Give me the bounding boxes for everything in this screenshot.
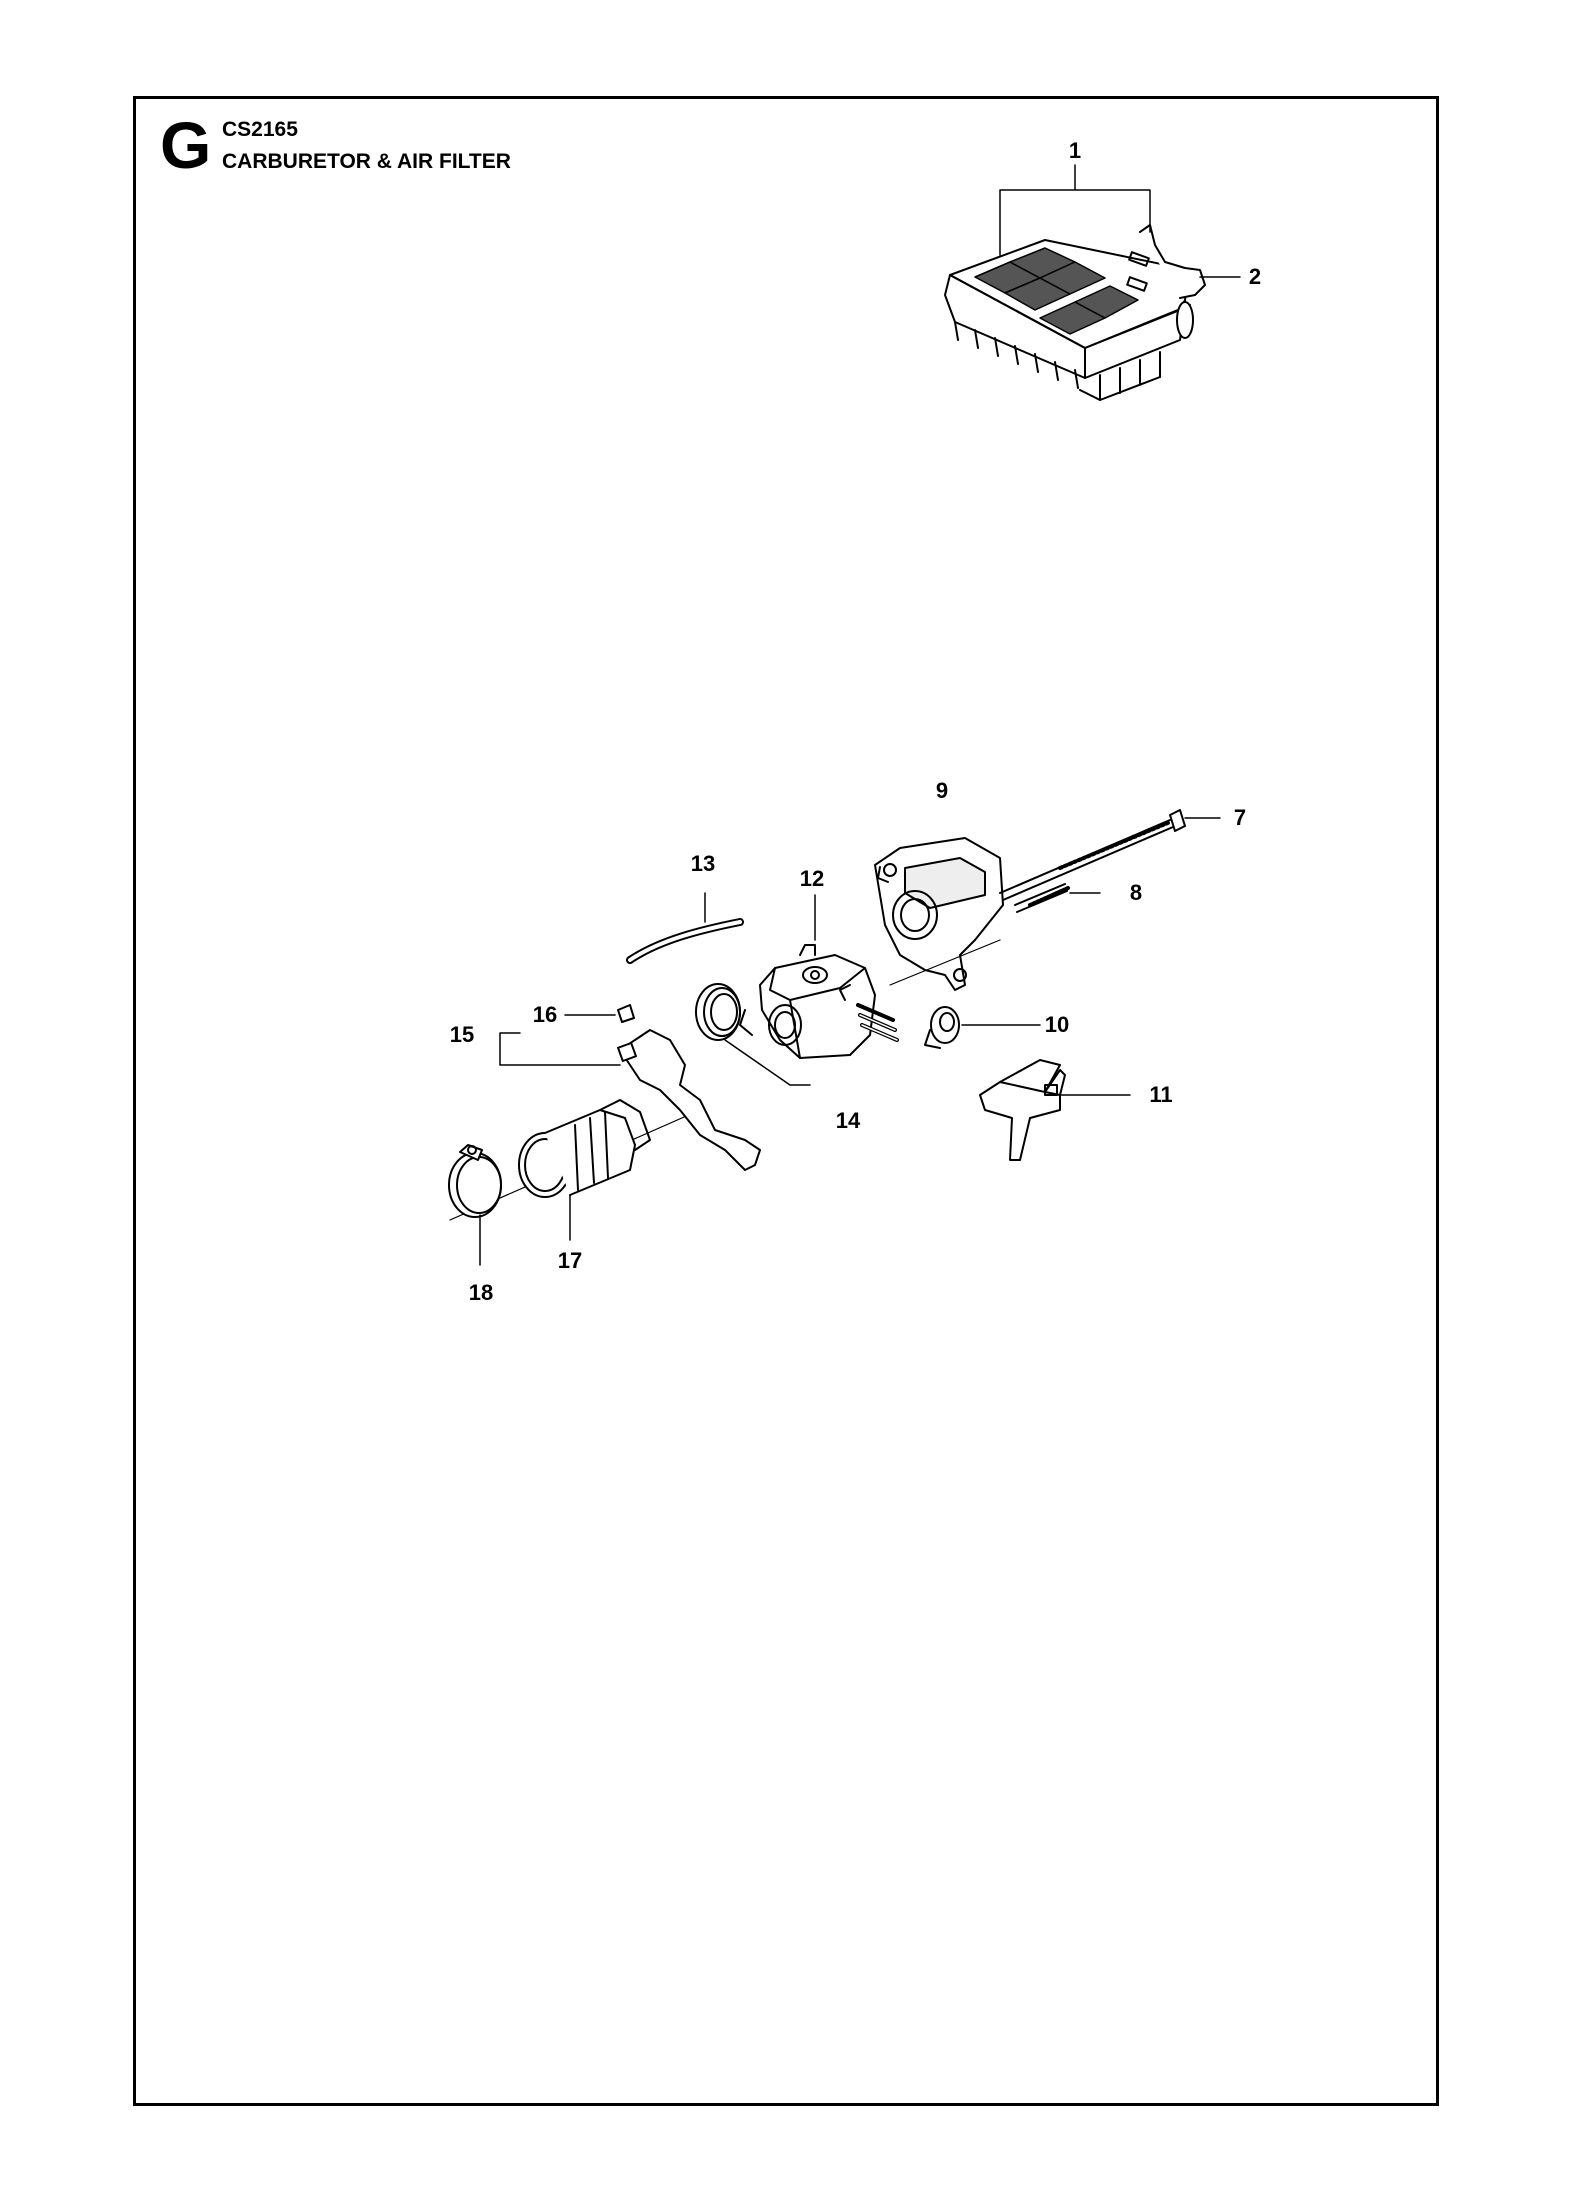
intake-boot-part [518, 1099, 651, 1198]
callout-7: 7 [1234, 805, 1246, 830]
callout-10: 10 [1045, 1012, 1069, 1037]
diagram-title: CARBURETOR & AIR FILTER [222, 150, 511, 173]
air-filter-part [944, 239, 1194, 401]
callout-8: 8 [1130, 880, 1142, 905]
callout-11: 11 [1149, 1082, 1172, 1107]
clip-part [617, 1004, 635, 1023]
callout-13: 13 [691, 851, 715, 876]
callout-17: 17 [558, 1248, 582, 1273]
model-number: CS2165 [222, 118, 298, 141]
stud-part [1014, 883, 1070, 913]
intake-flange-part [874, 837, 1004, 991]
latch-part [1139, 224, 1206, 299]
bracket-part [617, 1029, 761, 1171]
callout-14: 14 [836, 1108, 861, 1133]
fuel-hose-part [626, 918, 744, 964]
choke-part [924, 1006, 960, 1049]
callout-15: 15 [450, 1022, 474, 1047]
throttle-bracket-part [979, 1059, 1066, 1161]
section-letter: G [160, 108, 212, 182]
page-frame [133, 96, 1439, 2106]
carburetor-part [739, 944, 899, 1059]
callout-12: 12 [800, 866, 824, 891]
hose-clamp-part [448, 1144, 502, 1218]
callout-2: 2 [1249, 264, 1261, 289]
callout-18: 18 [469, 1280, 493, 1305]
bolt-part [999, 809, 1186, 901]
gasket-ring-part [695, 983, 741, 1041]
callout-9: 9 [936, 778, 948, 803]
callout-16: 16 [533, 1002, 557, 1027]
callout-1: 1 [1069, 138, 1081, 163]
